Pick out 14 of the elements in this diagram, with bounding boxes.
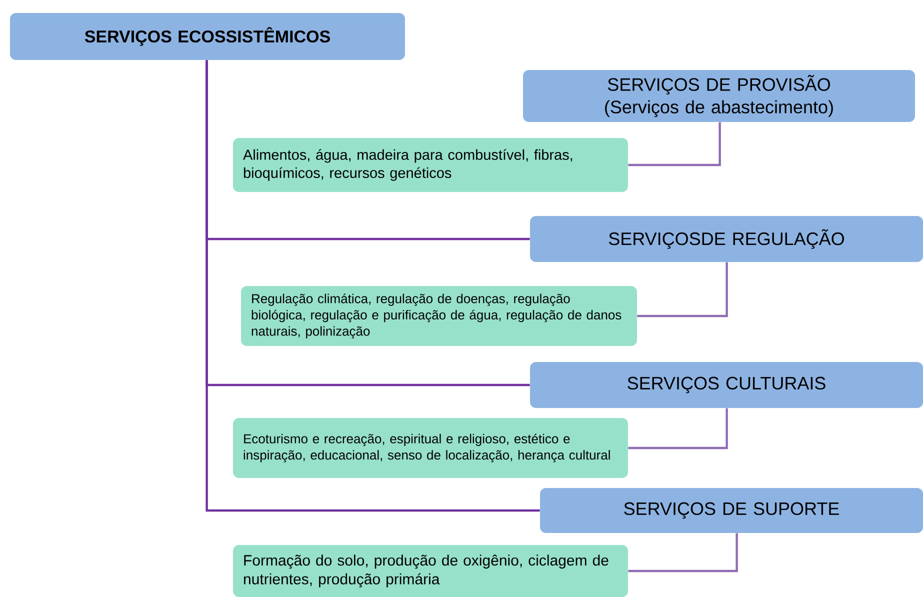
connector-line	[628, 408, 728, 450]
connector-line	[628, 122, 721, 166]
category-box: SERVIÇOSDE REGULAÇÃO	[530, 216, 923, 262]
category-box: SERVIÇOS DE PROVISÃO (Serviços de abastecimento)	[523, 70, 916, 122]
category-box: SERVIÇOS DE SUPORTE	[540, 488, 923, 533]
connector-line	[637, 262, 728, 318]
connector-line	[628, 533, 738, 572]
description-box: Regulação climática, regulação de doenças, regulação biológica, regulação e purificação de água, regulação de danos naturais, polinização	[241, 286, 637, 346]
description-box: Formação do solo, produção de oxigênio, ciclagem de nutrientes, produção primária	[233, 545, 628, 597]
connector-line	[206, 60, 540, 512]
description-box: Alimentos, água, madeira para combustível, fibras, bioquímicos, recursos genéticos	[233, 138, 628, 192]
title-box: SERVIÇOS ECOSSISTÊMICOS	[10, 13, 405, 60]
category-box: SERVIÇOS CULTURAIS	[530, 362, 923, 408]
description-box: Ecoturismo e recreação, espiritual e religioso, estético e inspiração, educacional, senso de localização, herança cultural	[233, 418, 628, 478]
